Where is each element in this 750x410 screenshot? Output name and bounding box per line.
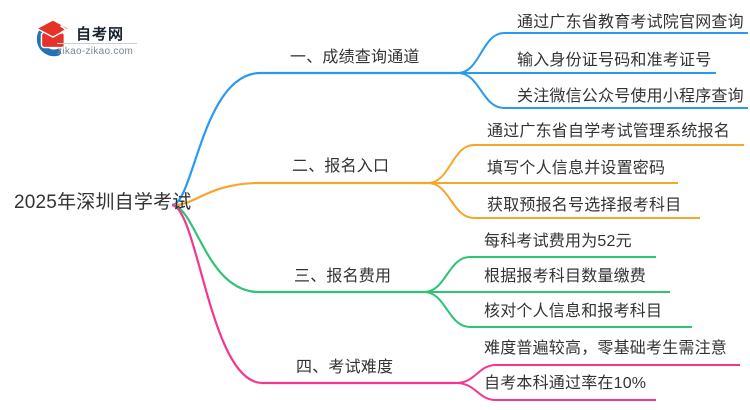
root-topic: 2025年深圳自学考试: [14, 192, 192, 213]
branch-3-child-line-1: [423, 256, 656, 293]
branch-3-child-line-3: [423, 291, 692, 328]
child-topic: 通过广东省自学考试管理系统报名: [487, 123, 731, 140]
child-topic: 难度普遍较高，零基础考生需注意: [484, 340, 728, 357]
branch-3-lines: [171, 203, 692, 328]
child-topic: 每科考试费用为52元: [484, 233, 632, 250]
branch-1-main-line: [171, 71, 458, 207]
branch-label-2: 二、报名入口: [292, 158, 390, 175]
branch-2-child-line-3: [427, 182, 700, 219]
child-topic: 填写个人信息并设置密码: [487, 160, 666, 177]
branch-3-main-line: [171, 203, 424, 294]
site-logo: 自考网 zikao-zikao.com: [28, 16, 158, 62]
branch-label-4: 四、考试难度: [296, 359, 394, 376]
child-topic: 核对个人信息和报考科目: [484, 303, 663, 320]
branch-1-lines: [171, 32, 748, 207]
branch-label-3: 三、报名费用: [294, 268, 392, 285]
branch-4-child-line-1: [455, 364, 740, 384]
branch-4-lines: [171, 203, 740, 401]
branch-4-child-line-2: [455, 382, 656, 401]
site-url: zikao-zikao.com: [57, 46, 134, 57]
branch-4-main-line: [171, 203, 456, 385]
branch-1-child-line-3: [457, 72, 748, 109]
child-topic: 关注微信公众号使用小程序查询: [517, 88, 744, 105]
site-name: 自考网: [76, 26, 125, 43]
branch-2-child-line-1: [427, 144, 744, 184]
branch-1-child-line-1: [457, 32, 748, 74]
child-topic: 输入身份证号码和准考证号: [517, 52, 712, 69]
branch-2-lines: [171, 144, 744, 219]
branch-2-main-line: [171, 181, 428, 207]
child-topic: 获取预报名号选择报考科目: [487, 197, 682, 214]
branch-label-1: 一、成绩查询通道: [290, 49, 420, 66]
child-topic: 通过广东省教育考试院官网查询: [517, 14, 744, 31]
child-topic: 根据报考科目数量缴费: [484, 268, 647, 285]
child-topic: 自考本科通过率在10%: [484, 375, 647, 392]
logo-divider: [57, 43, 137, 44]
